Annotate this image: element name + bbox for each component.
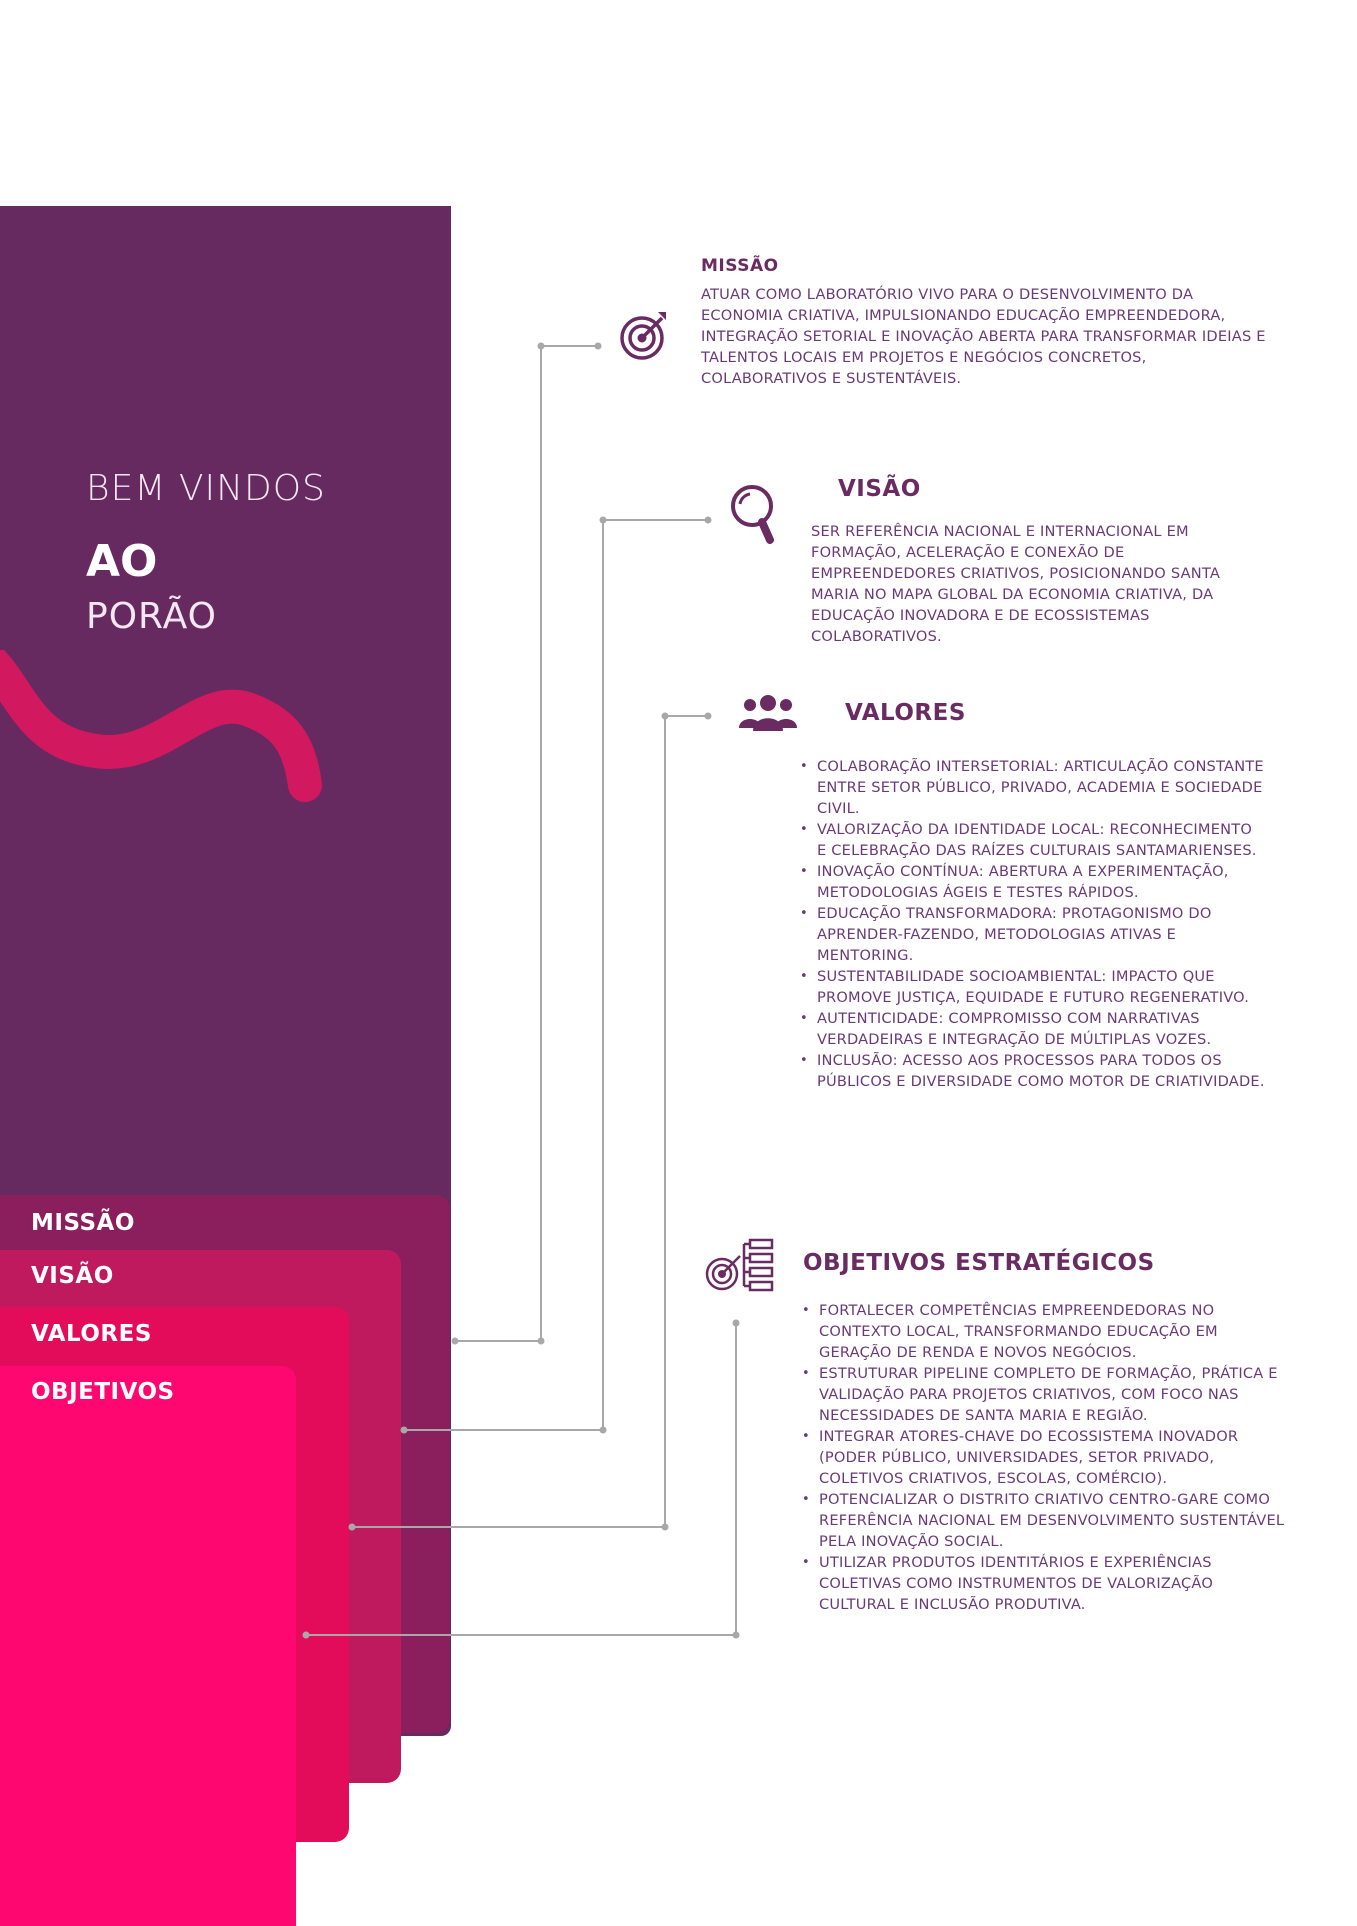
- people-icon: [739, 695, 797, 731]
- connector-missao: [455, 345, 598, 1342]
- valores-item: SUSTENTABILIDADE SOCIOAMBIENTAL: IMPACTO…: [800, 966, 1265, 1008]
- tab-objetivos[interactable]: [0, 1366, 296, 1926]
- valores-item: INOVAÇÃO CONTÍNUA: ABERTURA A EXPERIMENT…: [800, 861, 1265, 903]
- magnifier-icon: [731, 485, 774, 544]
- wave-decoration: [0, 650, 322, 802]
- missao-text: ATUAR COMO LABORATÓRIO VIVO PARA O DESEN…: [701, 286, 1266, 387]
- tab-label-visao[interactable]: VISÃO: [31, 1263, 114, 1289]
- objetivos-title: OBJETIVOS ESTRATÉGICOS: [803, 1250, 1155, 1276]
- objetivos-item: UTILIZAR PRODUTOS IDENTITÁRIOS E EXPERIÊ…: [802, 1552, 1287, 1615]
- welcome-line-3: PORÃO: [86, 596, 217, 637]
- objetivos-list: FORTALECER COMPETÊNCIAS EMPREENDEDORAS N…: [797, 1300, 1287, 1615]
- missao-title: MISSÃO: [701, 256, 779, 276]
- valores-item: VALORIZAÇÃO DA IDENTIDADE LOCAL: RECONHE…: [800, 819, 1265, 861]
- visao-text: SER REFERÊNCIA NACIONAL E INTERNACIONAL …: [811, 523, 1221, 645]
- objetivos-item: POTENCIALIZAR O DISTRITO CRIATIVO CENTRO…: [802, 1489, 1287, 1552]
- tab-label-valores[interactable]: VALORES: [31, 1321, 152, 1347]
- valores-item: INCLUSÃO: ACESSO AOS PROCESSOS PARA TODO…: [800, 1050, 1265, 1092]
- welcome-line-1: BEM VINDOS: [86, 468, 326, 509]
- valores-list: COLABORAÇÃO INTERSETORIAL: ARTICULAÇÃO C…: [795, 756, 1265, 1092]
- target-icon: [620, 312, 666, 360]
- objetivos-item: ESTRUTURAR PIPELINE COMPLETO DE FORMAÇÃO…: [802, 1363, 1287, 1426]
- valores-item: EDUCAÇÃO TRANSFORMADORA: PROTAGONISMO DO…: [800, 903, 1265, 966]
- valores-item: AUTENTICIDADE: COMPROMISSO COM NARRATIVA…: [800, 1008, 1265, 1050]
- objetivos-item: INTEGRAR ATORES-CHAVE DO ECOSSISTEMA INO…: [802, 1426, 1287, 1489]
- valores-title: VALORES: [845, 700, 966, 726]
- valores-item: COLABORAÇÃO INTERSETORIAL: ARTICULAÇÃO C…: [800, 756, 1265, 819]
- strategy-target-icon: [705, 1238, 774, 1292]
- objetivos-item: FORTALECER COMPETÊNCIAS EMPREENDEDORAS N…: [802, 1300, 1287, 1363]
- tab-label-missao[interactable]: MISSÃO: [31, 1210, 135, 1236]
- visao-title: VISÃO: [838, 476, 921, 502]
- tab-label-objetivos[interactable]: OBJETIVOS: [31, 1379, 175, 1405]
- welcome-line-2: AO: [86, 536, 158, 587]
